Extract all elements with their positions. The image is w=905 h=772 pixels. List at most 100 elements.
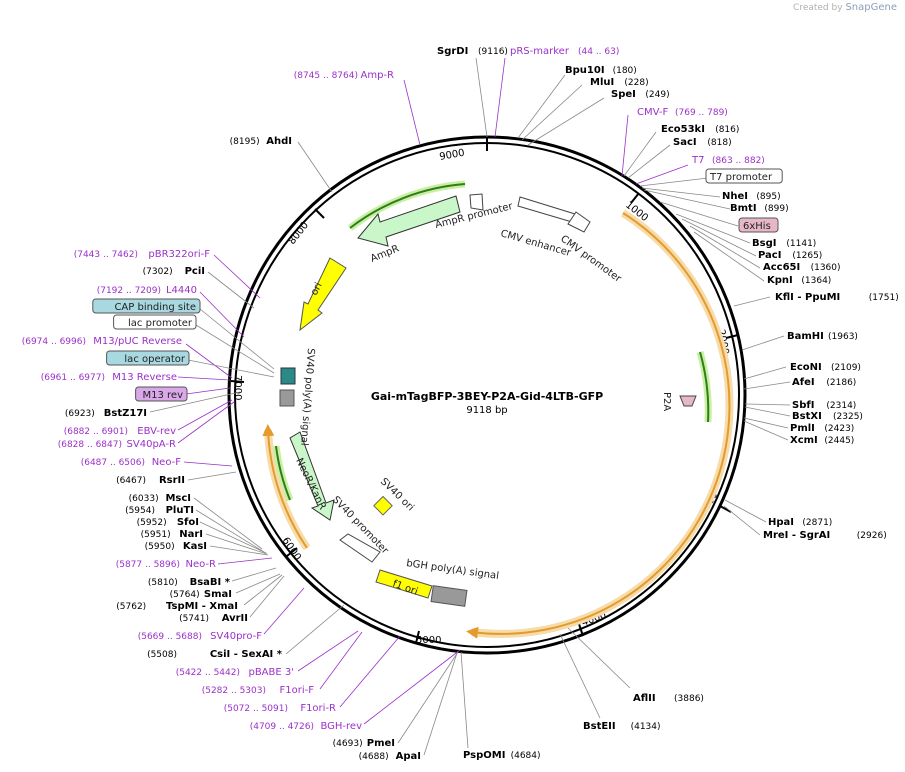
ampr-promoter-arrow [469, 193, 484, 211]
site-label-ahdi: AhdI [266, 136, 292, 147]
site-label-6xhis: 6xHis [743, 221, 771, 232]
neo-arrow [289, 431, 335, 521]
site-pos-bsabi: (5810) [148, 578, 178, 588]
site-pos-sbfi: (2314) [826, 401, 856, 411]
site-label-mlui: MluI [590, 77, 614, 88]
tick-9000: 9000 [439, 148, 466, 163]
site-label-pbr322ori-f: pBR322ori-F [148, 249, 210, 260]
site-pos-ebv-rev: (6882 .. 6901) [64, 427, 128, 437]
site-label-csii-sexai: CsiI - SexAI * [210, 649, 283, 660]
site-pos-bstz17i: (6923) [65, 409, 95, 419]
site-pos-paci: (1265) [792, 251, 822, 261]
site-pos-bstxi: (2325) [833, 412, 863, 422]
site-pos-pcii: (7302) [143, 267, 173, 277]
site-label-bmti: BmtI [730, 203, 757, 214]
site-label-kfli-ppumi: KflI - PpuMI [775, 292, 840, 303]
site-label-paci: PacI [758, 250, 781, 261]
site-label-sgrdi: SgrDI [437, 46, 468, 57]
site-pos-pspomi: (4684) [511, 751, 541, 761]
site-pos-mlui: (228) [624, 78, 648, 88]
site-label-neo-f: Neo-F [152, 457, 182, 468]
site-pos-kfli-ppumi: (1751) [869, 293, 899, 303]
site-pos-bamhi: (1963) [828, 332, 858, 342]
site-pos-aflii: (3886) [674, 694, 704, 704]
site-label-mrei-sgrai: MreI - SgrAI [763, 530, 830, 541]
site-label-ebv-rev: EBV-rev [137, 426, 176, 437]
plasmid-name: Gai-mTagBFP-3BEY-P2A-Gid-4LTB-GFP [371, 390, 603, 403]
site-label-aflii: AflII [633, 693, 656, 704]
site-label-afei: AfeI [792, 377, 815, 388]
site-pos-prs-marker: (44 .. 63) [578, 47, 619, 57]
site-label-bsgi: BsgI [752, 238, 776, 249]
site-pos-bsteii: (4134) [631, 722, 661, 732]
site-label-kpni: KpnI [767, 275, 793, 286]
site-pos-econi: (2109) [831, 363, 861, 373]
site-pos-acc65i: (1360) [811, 263, 841, 273]
site-label-m13-rev: M13 rev [143, 390, 184, 401]
label-cmv-promoter: CMV promoter [558, 234, 623, 286]
label-sv40-polya: SV40 poly(A) signal [298, 348, 316, 446]
right-label-layer: SgrDI(9116)pRS-marker(44 .. 63)Bpu10I(18… [437, 46, 899, 761]
lac-marks [280, 367, 296, 385]
site-label-l4440: L4440 [166, 285, 197, 296]
site-pos-sfoi: (5952) [137, 518, 167, 528]
site-label-f1ori-r: F1ori-R [300, 703, 336, 714]
green-arc-right-line [699, 351, 710, 423]
site-label-sv40pro-f: SV40pro-F [210, 631, 262, 642]
site-label-saci: SacI [673, 137, 697, 148]
f1-ori-arrow [375, 569, 433, 599]
site-pos-afei: (2186) [826, 378, 856, 388]
site-pos-sv40pro-f: (5669 .. 5688) [138, 632, 202, 642]
site-label-m13-reverse: M13 Reverse [112, 372, 177, 383]
site-pos-pbr322ori-f: (7443 .. 7462) [74, 250, 138, 260]
site-pos-hpai: (2871) [802, 518, 832, 528]
site-label-cap-binding-site: CAP binding site [114, 302, 196, 313]
orf-glow [471, 209, 734, 638]
leader-lines-right [460, 57, 791, 749]
site-pos-sgrdi: (9116) [478, 47, 508, 57]
site-pos-bsgi: (1141) [786, 239, 816, 249]
feature-box-lac-promoter [113, 314, 197, 330]
site-pos-m13-puc-reverse: (6974 .. 6996) [22, 337, 86, 347]
site-pos-bmti: (899) [764, 204, 788, 214]
snapgene-logo: SnapGene [845, 2, 897, 13]
site-pos-neo-r: (5877 .. 5896) [116, 560, 180, 570]
site-pos-tspmi-xmai: (5762) [116, 602, 146, 612]
tick-7000: 7000 [232, 375, 243, 400]
site-label-t7-promoter: T7 promoter [709, 172, 773, 183]
site-pos-xcmi: (2445) [824, 436, 854, 446]
ori-arrow [299, 257, 347, 332]
site-pos-pmli: (2423) [824, 424, 854, 434]
tick-5000: 5000 [416, 635, 441, 646]
orf-arc [466, 212, 731, 639]
left-label-layer: Amp-R(8745 .. 8764)AhdI(8195)pBR322ori-F… [22, 70, 421, 762]
site-label-bgh-rev: BGH-rev [320, 721, 362, 732]
site-pos-kasi: (5950) [145, 542, 175, 552]
site-label-bamhi: BamHI [787, 331, 824, 342]
site-label-bstz17i: BstZ17I [104, 408, 147, 419]
feature-box-m13-rev [135, 386, 188, 402]
site-label-pluti: PluTI [166, 505, 194, 516]
ampr-arrow [357, 195, 461, 247]
site-pos-l4440: (7192 .. 7209) [97, 286, 161, 296]
site-pos-cmv-f: (769 .. 789) [675, 108, 728, 118]
site-label-neo-r: Neo-R [186, 559, 217, 570]
sv40-polya-box [279, 389, 295, 407]
site-pos-eco53ki: (816) [715, 125, 739, 135]
feature-box-lac-operator [106, 350, 190, 366]
site-pos-csii-sexai: (5508) [147, 650, 177, 660]
site-pos-bgh-rev: (4709 .. 4726) [250, 722, 314, 732]
site-label-xcmi: XcmI [790, 435, 818, 446]
site-label-cmv-f: CMV-F [637, 107, 668, 118]
site-pos-kpni: (1364) [801, 276, 831, 286]
site-label-prs-marker: pRS-marker [510, 46, 570, 57]
site-label-sbfi: SbfI [792, 400, 814, 411]
tick-8000: 8000 [287, 220, 311, 247]
site-label-pmli: PmlI [790, 423, 815, 434]
site-pos-rsrii: (6467) [116, 476, 146, 486]
site-label-avrii: AvrII [222, 613, 248, 624]
tick-marks [230, 137, 739, 644]
site-label-sfoi: SfoI [177, 517, 199, 528]
site-label-lac-promoter: lac promoter [128, 318, 193, 329]
